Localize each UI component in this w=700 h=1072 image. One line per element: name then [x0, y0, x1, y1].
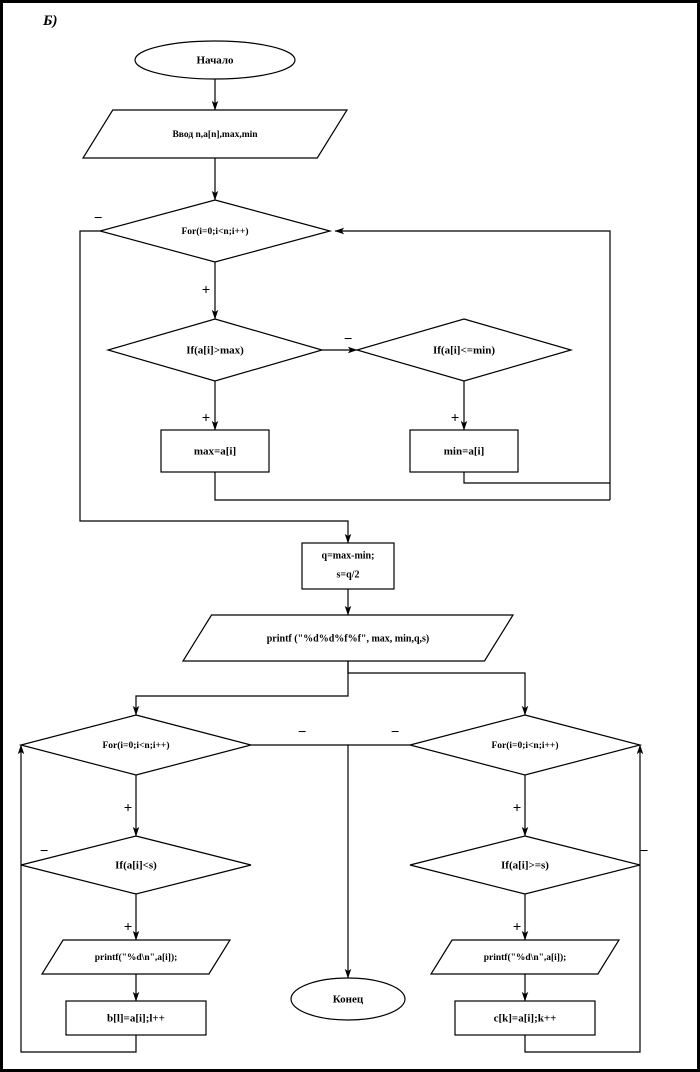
connector-print-split-right [347, 661, 529, 716]
connector-for1-minus-exit [79, 230, 352, 544]
node-store_c[interactable]: c[k]=a[i];k++ [454, 1000, 596, 1036]
node-shape-io [181, 614, 515, 662]
branch-sign-ifmin-plus: + [451, 410, 460, 426]
node-label-start: Начало [196, 55, 234, 67]
node-if_ge[interactable]: If(a[i]>=s) [409, 835, 641, 895]
connector-min-return [463, 472, 610, 484]
node-input[interactable]: Ввод n,a[n],max,min [81, 109, 349, 159]
node-print_c[interactable]: printf("%d\n",a[i]); [429, 939, 621, 975]
branch-sign-iflt-minus: − [40, 843, 49, 859]
node-shape-decision [409, 835, 641, 895]
node-shape-decision [105, 318, 325, 382]
node-shape-io [40, 939, 232, 975]
connector-max-return [214, 472, 610, 501]
node-shape-decision [97, 199, 333, 263]
node-label-input: Ввод n,a[n],max,min [172, 130, 258, 140]
branch-sign-for1-plus: + [202, 282, 211, 298]
node-label-print_c: printf("%d\n",a[i]); [484, 952, 567, 963]
connector-storec-return [524, 744, 644, 1053]
node-label-print_stats: printf ("%d%d%f%f", max, min,q,s) [267, 633, 430, 644]
node-label-store_c: c[k]=a[i];k++ [494, 1013, 557, 1025]
node-label-if_ge: If(a[i]>=s) [501, 860, 549, 872]
branch-sign-for2-minus: − [298, 724, 307, 740]
branch-sign-for3-minus: − [391, 724, 400, 740]
node-for2[interactable]: For(i=0;i<n;i++) [18, 714, 254, 776]
branch-sign-ifge-plus: + [513, 919, 522, 935]
page-label: Б) [43, 13, 58, 29]
node-print_stats[interactable]: printf ("%d%d%f%f", max, min,q,s) [181, 614, 515, 662]
node-shape-decision [20, 835, 252, 895]
node-shape-process [301, 542, 395, 590]
branch-sign-for2-plus: + [124, 800, 133, 816]
connector-for2-minus-exit [251, 744, 352, 979]
node-end[interactable]: Конец [290, 977, 406, 1021]
node-shape-io [81, 109, 349, 159]
node-label-if_lt: If(a[i]<s) [115, 860, 157, 872]
node-label-store_b: b[l]=a[i];l++ [107, 1013, 165, 1025]
node-shape-io [429, 939, 621, 975]
node-if_lt[interactable]: If(a[i]<s) [20, 835, 252, 895]
node-shape-decision [354, 318, 574, 382]
node-shape-decision [18, 714, 254, 776]
node-for3[interactable]: For(i=0;i<n;i++) [407, 714, 643, 776]
connector-storeb-return [17, 744, 137, 1053]
node-max_assign[interactable]: max=a[i] [160, 429, 270, 473]
node-label-if_max: If(a[i]>max) [186, 345, 244, 357]
branch-sign-iflt-plus: + [124, 919, 133, 935]
node-shape-process [65, 1000, 207, 1036]
node-shape-process [160, 429, 270, 473]
node-label-if_min: If(a[i]<=min) [433, 345, 495, 357]
node-label-calc-line1: q=max-min; [322, 550, 375, 561]
node-label-end: Конец [333, 994, 364, 1006]
node-label-print_b: printf("%d\n",a[i]); [95, 952, 178, 963]
node-shape-process [409, 429, 519, 473]
connector-loop1-return [334, 227, 611, 500]
node-label-for3: For(i=0;i<n;i++) [491, 740, 558, 751]
branch-sign-for3-plus: + [513, 800, 522, 816]
branch-signs-group: − + − + + − + − + − + − + [40, 210, 649, 935]
node-calc[interactable]: q=max-min; s=q/2 [301, 542, 395, 590]
node-if_max[interactable]: If(a[i]>max) [105, 318, 325, 382]
node-shape-terminator [134, 40, 296, 80]
branch-sign-ifmax-minus: − [344, 331, 353, 347]
branch-sign-ifge-minus: − [640, 843, 649, 859]
node-shape-terminator [290, 977, 406, 1021]
node-print_b[interactable]: printf("%d\n",a[i]); [40, 939, 232, 975]
branch-sign-ifmax-plus: + [202, 410, 211, 426]
node-for1[interactable]: For(i=0;i<n;i++) [97, 199, 333, 263]
node-label-for1: For(i=0;i<n;i++) [181, 226, 248, 237]
node-shape-decision [407, 714, 643, 776]
node-min_assign[interactable]: min=a[i] [409, 429, 519, 473]
node-label-calc-line2: s=q/2 [337, 569, 360, 580]
node-start[interactable]: Начало [134, 40, 296, 80]
node-shape-process [454, 1000, 596, 1036]
node-store_b[interactable]: b[l]=a[i];l++ [65, 1000, 207, 1036]
node-label-min_assign: min=a[i] [444, 446, 485, 458]
node-if_min[interactable]: If(a[i]<=min) [354, 318, 574, 382]
node-label-max_assign: max=a[i] [194, 446, 236, 458]
branch-sign-for1-minus: − [94, 210, 103, 226]
connector-print-split-left [132, 661, 349, 716]
node-label-for2: For(i=0;i<n;i++) [102, 740, 169, 751]
